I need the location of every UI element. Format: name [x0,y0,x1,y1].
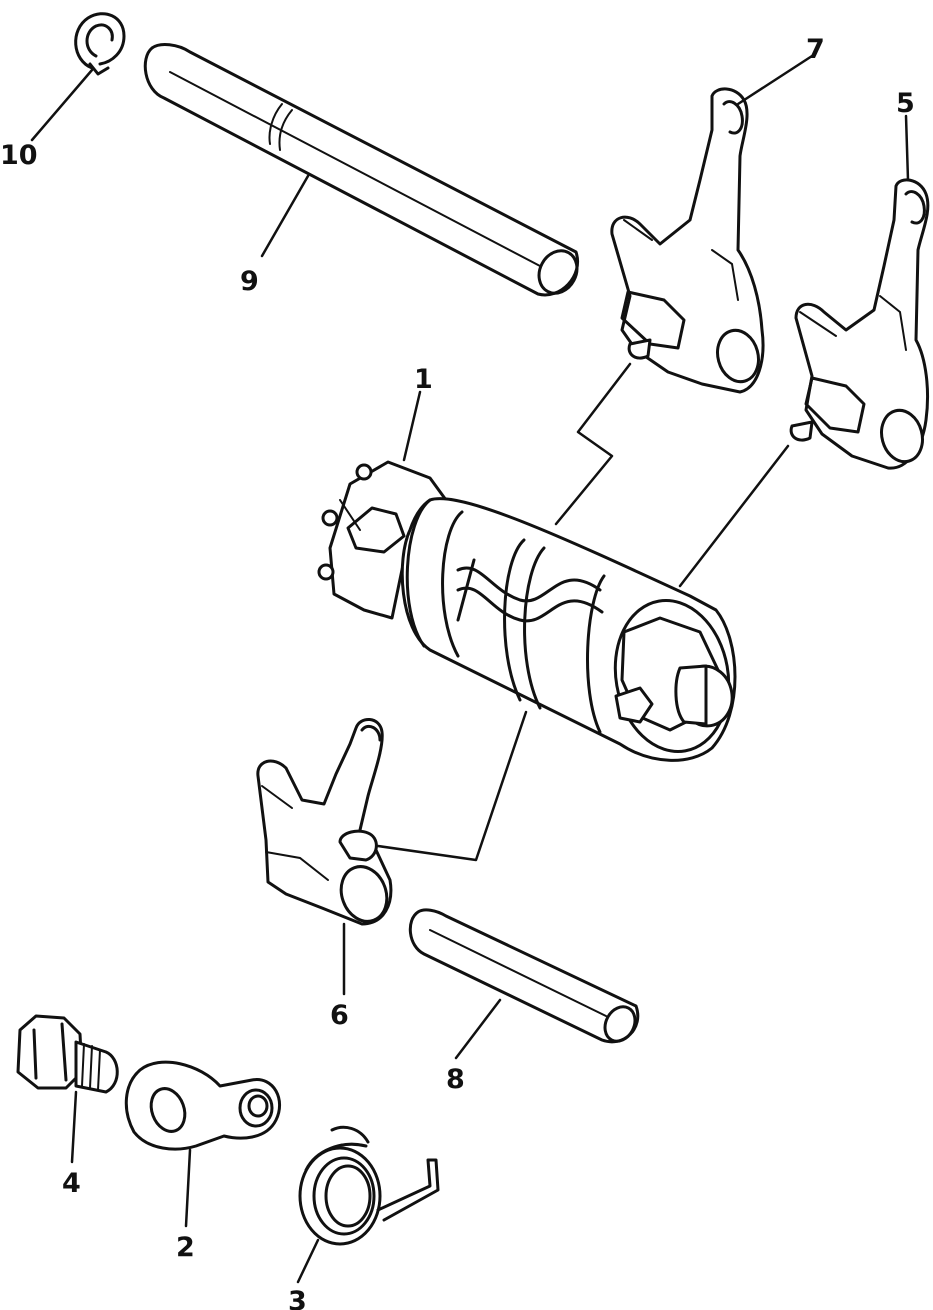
part-6-shift-fork [256,718,393,926]
part-3-spring [298,1125,440,1246]
leader-2 [184,1148,192,1228]
callout-4: 4 [62,1168,81,1199]
part-9-shift-fork-shaft [143,43,579,297]
leader-9 [260,174,310,258]
leader-8 [454,998,502,1060]
part-5-shift-fork [789,178,930,470]
part-8-short-shaft [408,908,640,1044]
part-10-circlip [74,12,126,76]
leader-lines [30,54,910,1284]
callout-10: 10 [0,140,38,171]
leader-5 [904,114,910,182]
callout-1: 1 [414,364,433,395]
leader-drum-to-7 [554,362,632,526]
callout-6: 6 [330,1000,349,1031]
callout-2: 2 [176,1232,195,1263]
part-7-shift-fork [610,87,765,394]
callout-labels: 10 9 7 5 1 6 8 4 2 3 [0,34,915,1310]
leader-10 [30,68,94,142]
callout-8: 8 [446,1064,465,1095]
leader-1 [402,390,422,462]
part-2-stopper-lever [124,1060,282,1151]
leader-7 [736,54,814,106]
part-4-bolt [16,1014,119,1094]
leader-drum-to-6 [376,710,528,862]
leader-3 [296,1238,320,1284]
part-1-shift-drum [317,460,737,762]
leader-4 [70,1090,78,1164]
callout-9: 9 [240,266,259,297]
leader-drum-to-5 [678,444,790,588]
callout-7: 7 [806,34,825,65]
callout-5: 5 [896,88,915,119]
callout-3: 3 [288,1286,307,1310]
